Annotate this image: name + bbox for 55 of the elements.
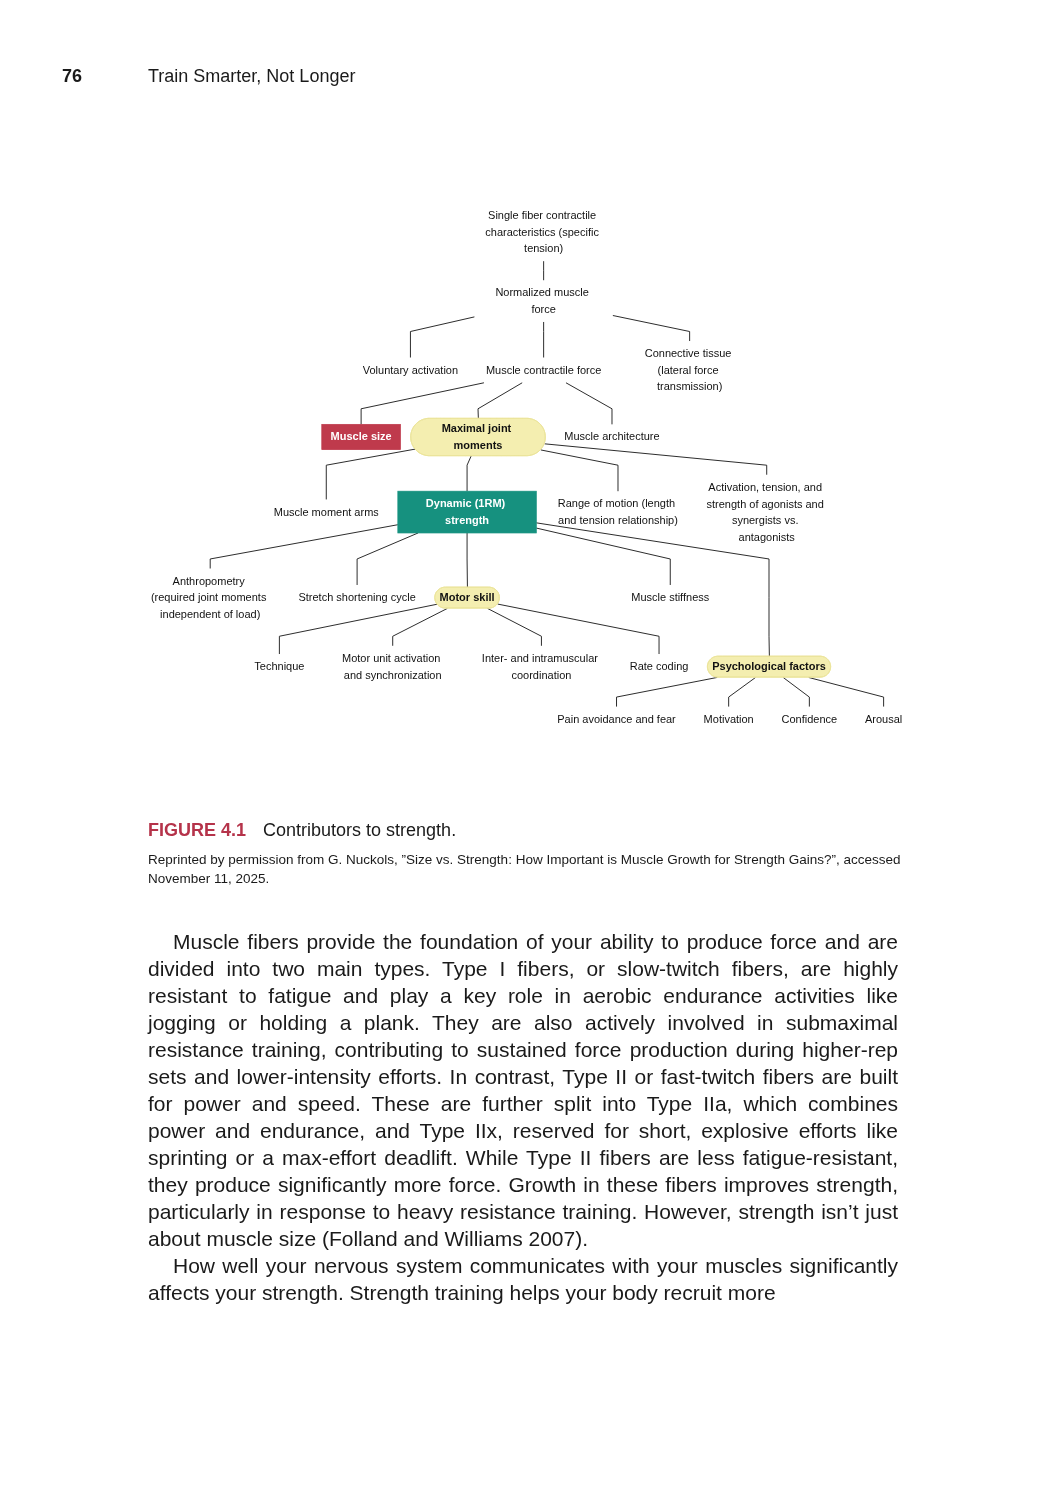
factor-label: Muscle stiffness — [631, 590, 710, 603]
page-number: 76 — [62, 66, 83, 87]
connector-line — [278, 603, 438, 655]
process-box: Muscle size — [321, 423, 401, 450]
factor-label: Muscle architecture — [564, 429, 660, 443]
factor-label: Pain avoidance and fear — [557, 712, 676, 725]
connector-line — [487, 607, 542, 646]
factor-label: Range of motion (length and tension relationship) — [557, 496, 678, 526]
factor-label: Single fiber contractile characteristics (specific tension) — [485, 208, 599, 254]
connector-line — [466, 455, 472, 492]
factor-label: Anthropometry (required joint moments independent of load) — [150, 573, 267, 620]
connector-line — [356, 532, 419, 586]
factor-label: Technique — [254, 659, 305, 672]
connector-line — [466, 532, 468, 588]
factor-label: Muscle moment arms — [273, 504, 379, 518]
connector-line — [540, 449, 619, 492]
factor-label: Activation, tension, and strength of agonists and synergists vs. antagonists — [706, 480, 824, 543]
connector-line — [535, 527, 671, 586]
ellipse-node: Maximal joint moments — [410, 417, 546, 456]
connector-line — [808, 676, 885, 707]
body-paragraph: Muscle fibers provide the foundation of your ability to produce force and are divided into two main types. Type I fibers, or slow-twitch fibers, are highly resistant to fatigue and play a key role in aerobic endurance activities like jogging or holding a plank. They are also actively involved in submaximal resistance training, contributing to sustained force production during higher-rep sets and lower-intensity efforts. In contrast, Type II or fast-twitch fibers are built for power and speed. These are further split into Type IIa, which combines power and endurance, and Type IIx, reserved for short, explosive efforts like sprinting or a max-effort deadlift. While Type II fibers are less fatigue-resistant, they produce significantly more force. Growth in these fibers improves strength, particularly in response to heavy resistance training. However, strength isn’t just about muscle size (Folland and Williams 2007). — [148, 929, 898, 1252]
factor-label: Normalized muscle force — [495, 285, 589, 315]
factor-label: Motivation — [703, 712, 754, 725]
connector-line — [612, 314, 691, 342]
connector-line — [544, 442, 768, 475]
connector-line — [392, 607, 448, 646]
body-paragraph: How well your nervous system communicates with your muscles significantly affects your strength. Strength training helps your body recruit more — [148, 1253, 898, 1306]
connector-line — [477, 381, 523, 419]
connector-line — [543, 321, 545, 358]
connector-line — [728, 676, 756, 707]
factor-label: Voluntary activation — [362, 362, 459, 376]
connector-line — [782, 676, 810, 707]
connector-line — [325, 448, 416, 500]
factor-label: Inter- and intramuscular coordination — [481, 651, 598, 681]
factor-label: Motor unit activation and synchronization — [342, 651, 442, 681]
credit-line: Reprinted by permission from G. Nuckols, ”Size vs. Strength: How Important is Muscle Growth for Strength Gains?”, accessed November 11, 2025. — [148, 851, 902, 888]
factor-label: Confidence — [781, 712, 838, 725]
connector-line — [535, 521, 770, 657]
running-header: Train Smarter, Not Longer — [148, 66, 356, 87]
connector-line — [616, 676, 718, 707]
factor-label: Connective tissue (lateral force transmission) — [644, 346, 732, 392]
ellipse-node: Motor skill — [434, 586, 500, 608]
connector-line — [543, 260, 545, 281]
figure-caption: FIGURE 4.1 Contributors to strength. — [148, 820, 457, 841]
connector-line — [409, 316, 475, 358]
connector-line — [209, 523, 399, 569]
factor-label: Stretch shortening cycle — [298, 590, 416, 603]
factor-label: Arousal — [865, 712, 903, 725]
factor-label: Rate coding — [629, 659, 689, 672]
connector-line — [497, 603, 660, 655]
connector-line — [565, 381, 613, 425]
process-box: Dynamic (1RM) strength — [397, 490, 537, 533]
ellipse-node: Psychological factors — [707, 655, 831, 678]
factor-label: Muscle contractile force — [485, 362, 602, 376]
connector-line — [360, 381, 485, 425]
